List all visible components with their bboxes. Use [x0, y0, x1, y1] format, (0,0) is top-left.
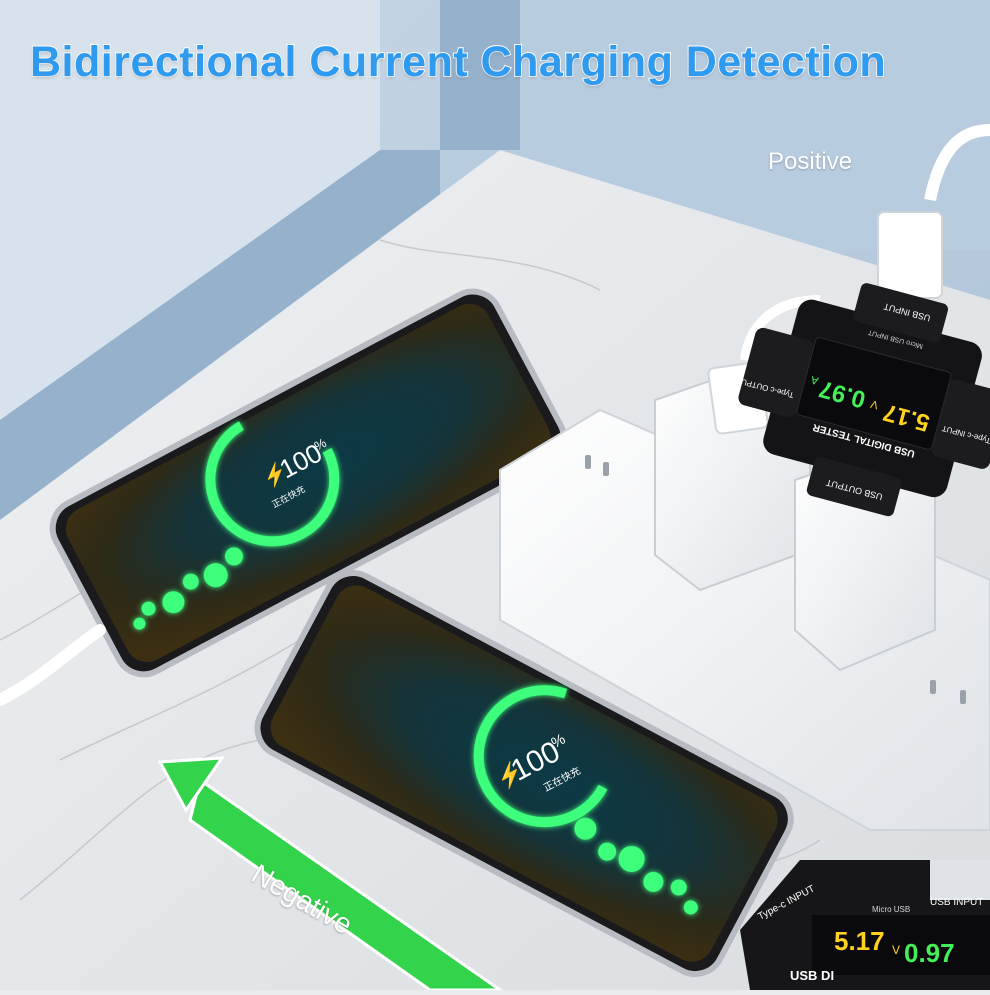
tester-bottom-current: 0.97: [904, 938, 955, 968]
headline: Bidirectional Current Charging Detection: [29, 37, 887, 87]
tester-bottom-usb-input: USB INPUT: [930, 897, 983, 908]
tester-top-current-unit: A: [809, 373, 820, 387]
tester-bottom-micro-usb: Micro USB: [872, 905, 910, 914]
usb-tester-top: [738, 283, 990, 517]
usb-tester-bottom: [740, 860, 990, 990]
left-wall: [0, 0, 380, 420]
positive-label: Positive: [768, 148, 853, 175]
tester-bottom-title: USB DI: [790, 968, 834, 983]
usb-cable-left: [0, 624, 106, 706]
phone-top: [49, 288, 567, 678]
outlet-holes: [585, 455, 966, 704]
cable-top-right: [924, 124, 990, 202]
power-strip: [499, 408, 990, 831]
tester-bottom-voltage: 5.17: [834, 926, 885, 956]
usb-a-plug-bottom: [930, 860, 990, 900]
tester-bottom-voltage-unit: V: [892, 943, 900, 957]
tester-top-voltage-unit: V: [869, 397, 880, 411]
wall-ledge: [0, 0, 520, 520]
usb-plug-top: [877, 211, 943, 299]
phone-bottom: [254, 570, 794, 978]
